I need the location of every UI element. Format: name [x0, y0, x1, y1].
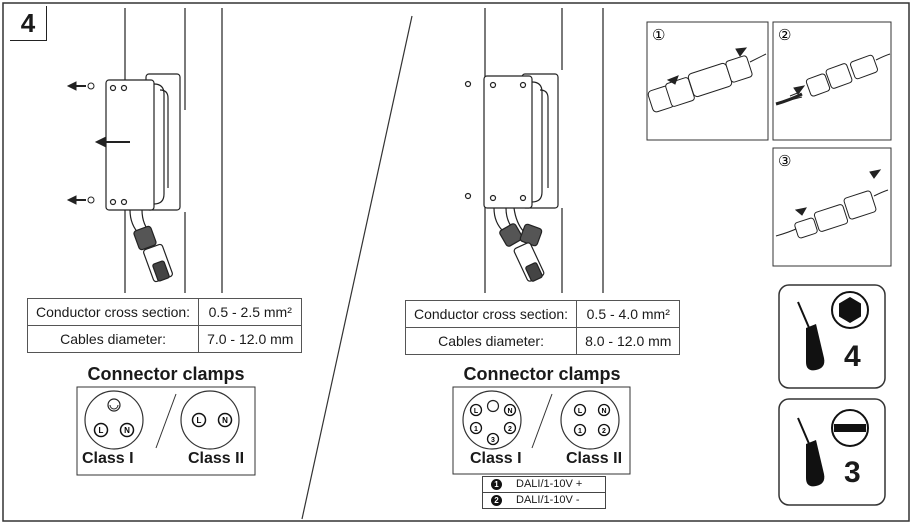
spec-value: 0.5 - 4.0 mm² — [576, 300, 681, 328]
slotted-size-label: 3 — [844, 456, 861, 489]
screwdriver-icon — [797, 301, 825, 371]
dali-legend: 1 DALI/1-10V + 2 DALI/1-10V - — [482, 476, 606, 509]
spec-value: 8.0 - 12.0 mm — [576, 327, 681, 355]
table-row: Conductor cross section: 0.5 - 4.0 mm² — [404, 300, 681, 328]
spec-value: 0.5 - 2.5 mm² — [198, 298, 303, 326]
spec-label: Cables diameter: — [404, 327, 578, 355]
legend-text: DALI/1-10V - — [516, 494, 580, 506]
slotted-bit-icon — [831, 409, 869, 447]
step3-drawing — [775, 169, 889, 239]
right-junction-box — [464, 73, 559, 209]
spec-value: 7.0 - 12.0 mm — [198, 325, 303, 353]
hex-bit-icon — [831, 291, 869, 329]
right-class2-label: Class II — [566, 450, 623, 467]
right-spec-table: Conductor cross section: 0.5 - 4.0 mm² C… — [404, 300, 681, 355]
right-class1-label: Class I — [470, 450, 522, 467]
spec-label: Cables diameter: — [26, 325, 200, 353]
left-class1-label: Class I — [82, 450, 134, 467]
left-spec-table: Conductor cross section: 0.5 - 2.5 mm² C… — [26, 298, 303, 353]
table-row: Cables diameter: 7.0 - 12.0 mm — [26, 325, 303, 353]
legend-badge: 1 — [491, 479, 502, 490]
left-cable-connector — [129, 209, 173, 283]
table-row: Conductor cross section: 0.5 - 2.5 mm² — [26, 298, 303, 326]
legend-row: 1 DALI/1-10V + — [483, 477, 605, 492]
table-row: Cables diameter: 8.0 - 12.0 mm — [404, 327, 681, 355]
right-clamps-title: Connector clamps — [463, 364, 621, 384]
spec-label: Conductor cross section: — [404, 300, 578, 328]
right-cable-connector — [493, 207, 545, 282]
hex-size-label: 4 — [844, 340, 861, 373]
step1-drawing — [647, 47, 767, 113]
left-removal-arrows — [66, 81, 130, 205]
legend-text: DALI/1-10V + — [516, 478, 583, 490]
spec-label: Conductor cross section: — [26, 298, 200, 326]
step2-drawing — [775, 53, 891, 106]
step-panels — [646, 21, 892, 267]
left-clamps-title: Connector clamps — [87, 364, 245, 384]
left-class2-label: Class II — [188, 450, 245, 467]
legend-row: 2 DALI/1-10V - — [483, 492, 605, 508]
legend-badge: 2 — [491, 495, 502, 506]
step-number: 4 — [10, 6, 47, 41]
screwdriver-icon-2 — [797, 417, 825, 487]
tool-boxes — [778, 284, 886, 506]
